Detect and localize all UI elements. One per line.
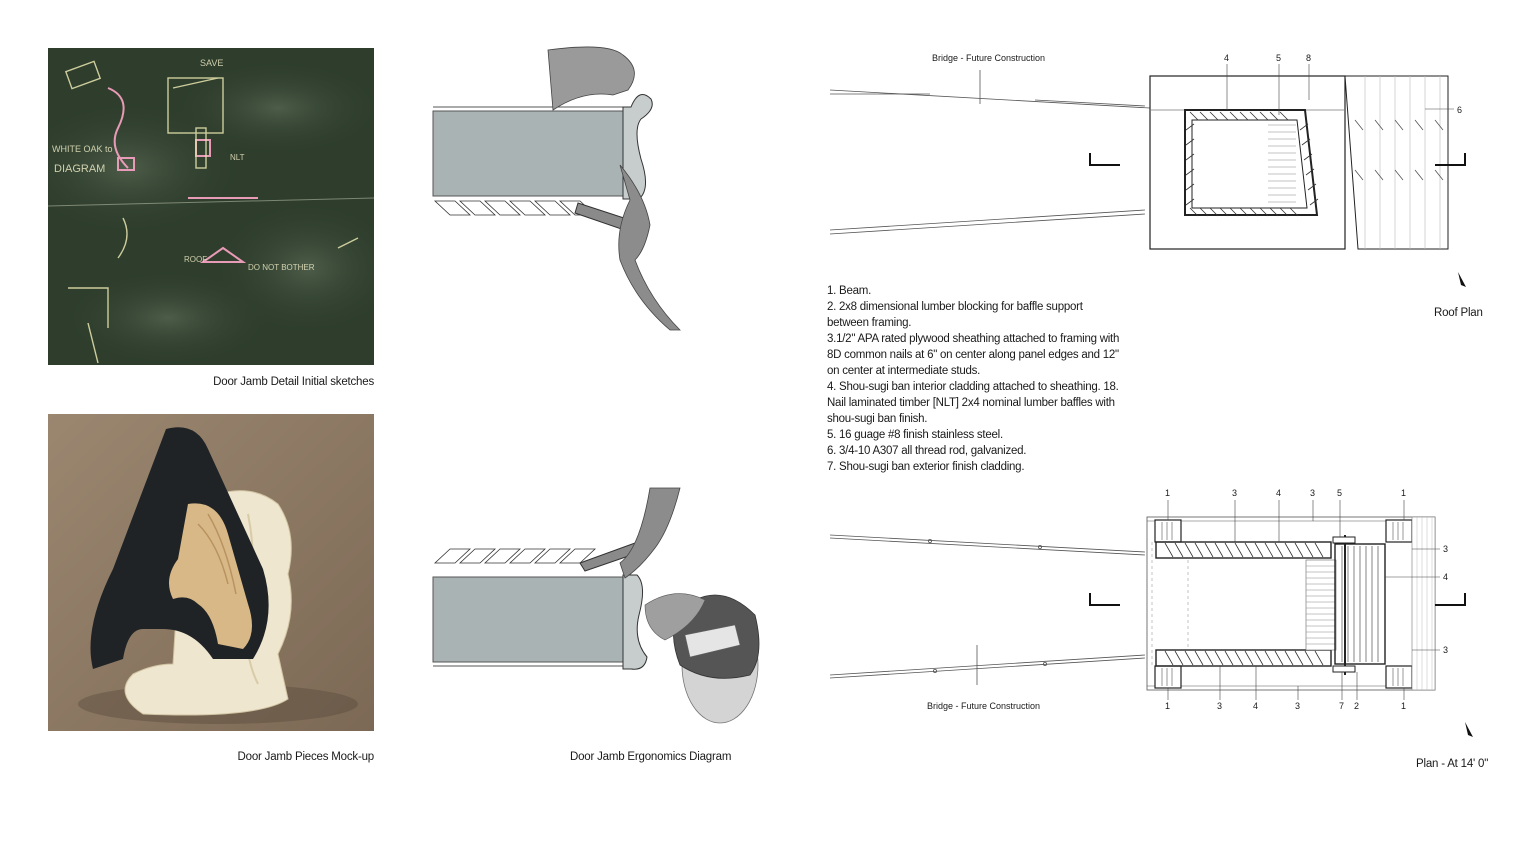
roof-bridge — [829, 70, 1151, 235]
baffle-slats — [433, 200, 597, 216]
plan-bottom-callout-1: 1 — [1165, 701, 1170, 711]
jamb-profile — [622, 94, 653, 200]
plan-building — [1146, 516, 1436, 691]
plan-bottom-callout-1b: 1 — [1401, 701, 1406, 711]
plan-hatch — [1164, 542, 1324, 666]
plan-nlt-baffles — [1334, 543, 1386, 665]
note-2: 2. 2x8 dimensional lumber blocking for b… — [827, 301, 1086, 329]
hand-top — [547, 46, 635, 111]
plan-cladding — [1411, 516, 1436, 691]
ergonomics-diagram-bottom — [432, 487, 760, 724]
plan-wall-bottom — [1155, 649, 1332, 667]
plan-top-callout-1b: 1 — [1401, 488, 1406, 498]
mockup-image — [48, 414, 374, 731]
notes-list: 1. Beam. 2. 2x8 dimensional lumber block… — [827, 283, 1127, 475]
floor-plan-drawing: Bridge - Future Construction — [829, 488, 1473, 737]
door-panel-bottom — [432, 576, 624, 663]
caption-roof-plan: Roof Plan — [1434, 307, 1483, 319]
note-7: 7. Shou-sugi ban exterior finish claddin… — [827, 461, 1025, 473]
roof-callout-4: 4 — [1224, 53, 1229, 63]
plan-stairs — [1305, 559, 1337, 651]
caption-sketches: Door Jamb Detail Initial sketches — [213, 376, 374, 388]
roof-callout-6: 6 — [1457, 105, 1462, 115]
baffle-slats-bottom — [433, 548, 597, 564]
plaid-shirt — [644, 593, 706, 641]
roof-section-mark-right — [1435, 153, 1466, 166]
sketch-text-save: SAVE — [200, 58, 223, 68]
door-panel — [432, 110, 624, 197]
plan-bottom-callout-4: 4 — [1253, 701, 1258, 711]
roof-stairs — [1268, 124, 1296, 203]
sketches-image: SAVE WHITE OAK to DIAGRAM DO NOT BOTHER … — [48, 48, 374, 365]
roof-hatch — [1185, 111, 1319, 217]
roof-callout-8: 8 — [1306, 53, 1311, 63]
caption-plan: Plan - At 14' 0" — [1416, 758, 1489, 770]
plan-columns — [1154, 519, 1413, 689]
roof-plan-drawing: Bridge - Future Construction 4 5 8 6 — [829, 53, 1466, 287]
plan-right-callout-3a: 3 — [1443, 544, 1448, 554]
note-6: 6. 3/4-10 A307 all thread rod, galvanize… — [827, 445, 1027, 457]
plan-bridge-label: Bridge - Future Construction — [927, 701, 1040, 711]
plan-bottom-callout-3a: 3 — [1217, 701, 1222, 711]
roof-callout-5: 5 — [1276, 53, 1281, 63]
plan-wall-top — [1155, 541, 1332, 559]
arm-bottom — [618, 164, 681, 331]
plan-bridge — [829, 534, 1146, 685]
plan-top-callout-3b: 3 — [1310, 488, 1315, 498]
plan-top-callout-5: 5 — [1337, 488, 1342, 498]
plan-top-callout-4: 4 — [1276, 488, 1281, 498]
roof-bridge-label: Bridge - Future Construction — [932, 53, 1045, 63]
roof-cladding — [1344, 75, 1449, 250]
sketch-text-nlt: NLT — [230, 153, 245, 162]
plan-bottom-callout-2: 2 — [1354, 701, 1359, 711]
ergonomics-diagram-top — [432, 46, 681, 331]
caption-ergonomics: Door Jamb Ergonomics Diagram — [570, 751, 732, 763]
plan-north-arrow-icon — [1465, 722, 1473, 737]
plan-top-callout-1: 1 — [1165, 488, 1170, 498]
note-5: 5. 16 guage #8 finish stainless steel. — [827, 429, 1003, 441]
plan-top-callout-3a: 3 — [1232, 488, 1237, 498]
chalkboard-drawing: SAVE WHITE OAK to DIAGRAM DO NOT BOTHER … — [48, 58, 374, 365]
plan-section-mark-right — [1435, 593, 1466, 606]
plan-bottom-callout-7: 7 — [1339, 701, 1344, 711]
plan-right-callout-3b: 3 — [1443, 645, 1448, 655]
plan-right-callout-4: 4 — [1443, 572, 1448, 582]
sketch-text-do-not-bother: DO NOT BOTHER — [248, 263, 315, 272]
note-4: 4. Shou-sugi ban interior cladding attac… — [827, 381, 1122, 425]
mockup-drawing — [48, 414, 374, 731]
sketch-text-white-oak: WHITE OAK to — [52, 144, 113, 154]
arm-top — [619, 487, 681, 579]
sketch-text-roof: ROOF — [184, 255, 207, 264]
roof-inner-room — [1184, 109, 1319, 216]
plan-bottom-callout-3b: 3 — [1295, 701, 1300, 711]
roof-section-mark-left — [1089, 153, 1120, 166]
roof-building — [1149, 75, 1346, 250]
note-1: 1. Beam. — [827, 285, 872, 297]
note-3: 3.1/2" APA rated plywood sheathing attac… — [827, 333, 1123, 377]
north-arrow-icon — [1458, 272, 1466, 287]
caption-mockup: Door Jamb Pieces Mock-up — [237, 751, 375, 763]
jamb-profile-bottom — [622, 574, 648, 670]
plan-section-mark-left — [1089, 593, 1120, 606]
sketch-text-diagram: DIAGRAM — [54, 163, 105, 175]
